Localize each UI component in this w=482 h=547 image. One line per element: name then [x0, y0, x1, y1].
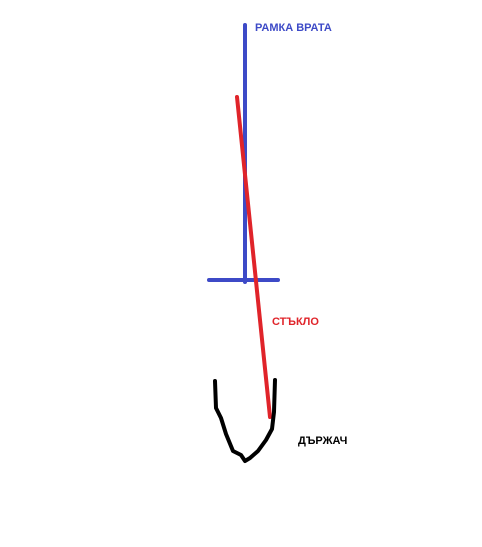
- glass-line: [235, 95, 272, 419]
- holder-clamp: [213, 378, 277, 463]
- glass-label: СТЪКЛО: [272, 316, 319, 328]
- door-frame-label: РАМКА ВРАТА: [255, 22, 332, 34]
- door-frame: [207, 23, 280, 284]
- holder-label: ДЪРЖАЧ: [298, 435, 347, 447]
